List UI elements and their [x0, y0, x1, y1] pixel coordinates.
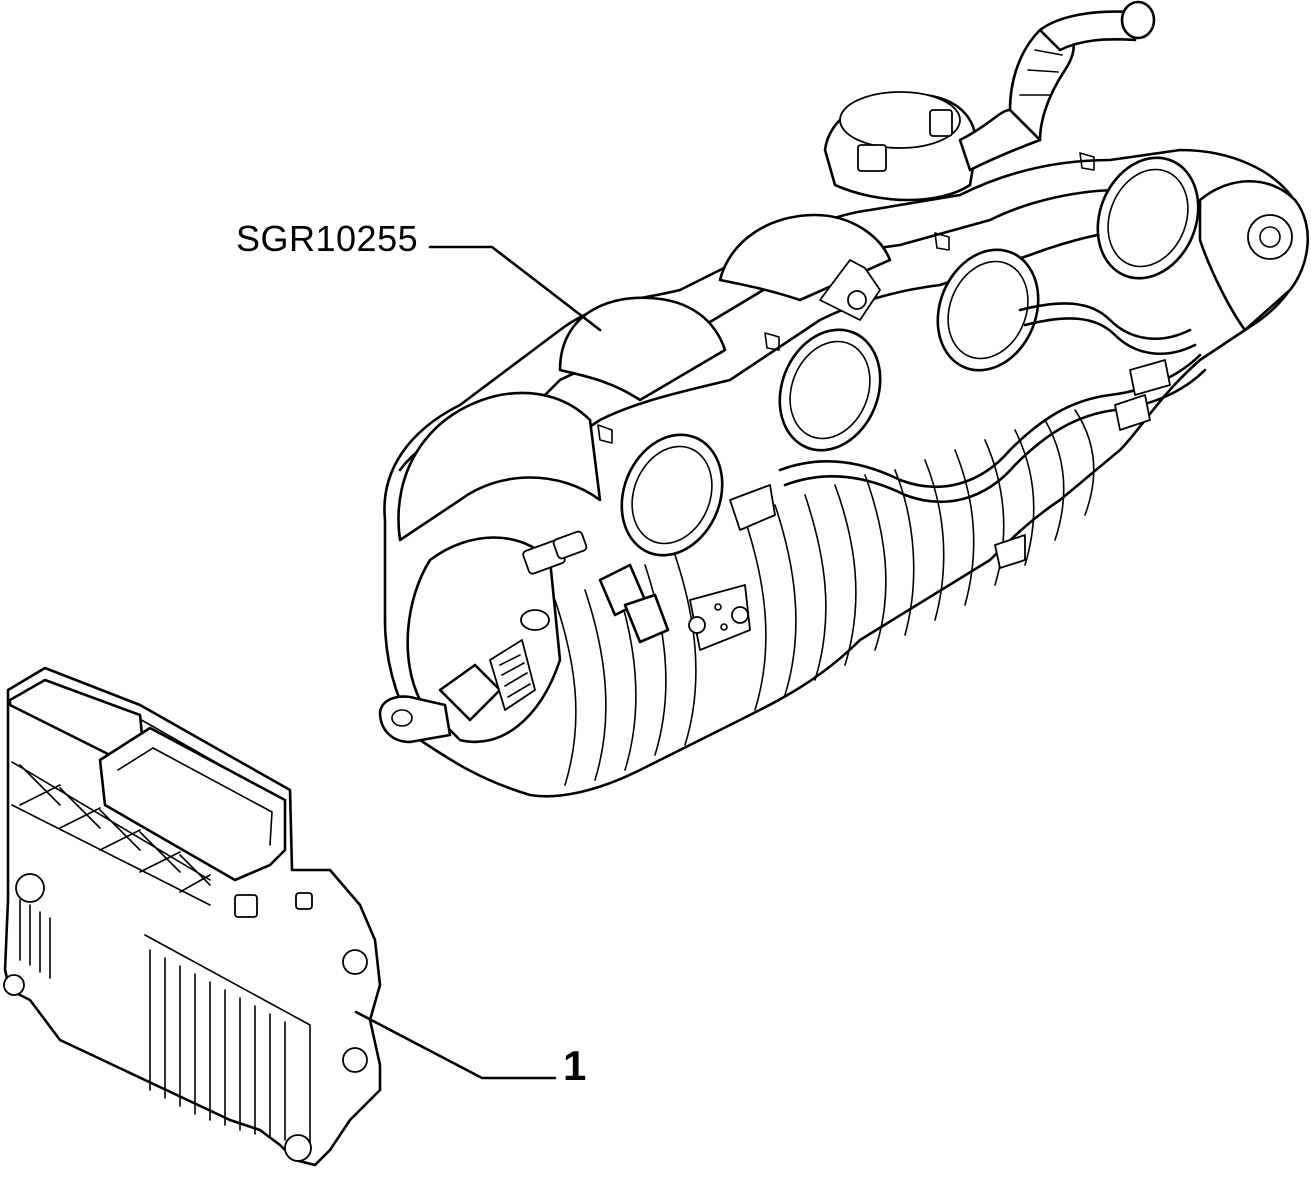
ecu-housing [3, 666, 382, 1167]
intake-manifold [378, 0, 1310, 798]
leader-line-sgr10255 [428, 245, 602, 332]
ecu-mounting-holes [3, 873, 368, 1162]
engine-control-unit [3, 666, 382, 1167]
ecu-vent-grid [11, 761, 211, 906]
leader-line-item-1 [354, 1010, 557, 1080]
manifold-front-end [378, 536, 562, 744]
breather-hose [1008, 0, 1156, 142]
callout-label-sgr10255: SGR10255 [236, 218, 419, 259]
breather-valve [823, 91, 978, 202]
intake-ports [620, 156, 1200, 557]
ecu-cooling-fins [19, 899, 311, 1146]
sensor-connectors [520, 359, 1171, 651]
plenum-ribs [554, 409, 1095, 786]
callout-label-item-1: 1 [563, 1042, 587, 1089]
